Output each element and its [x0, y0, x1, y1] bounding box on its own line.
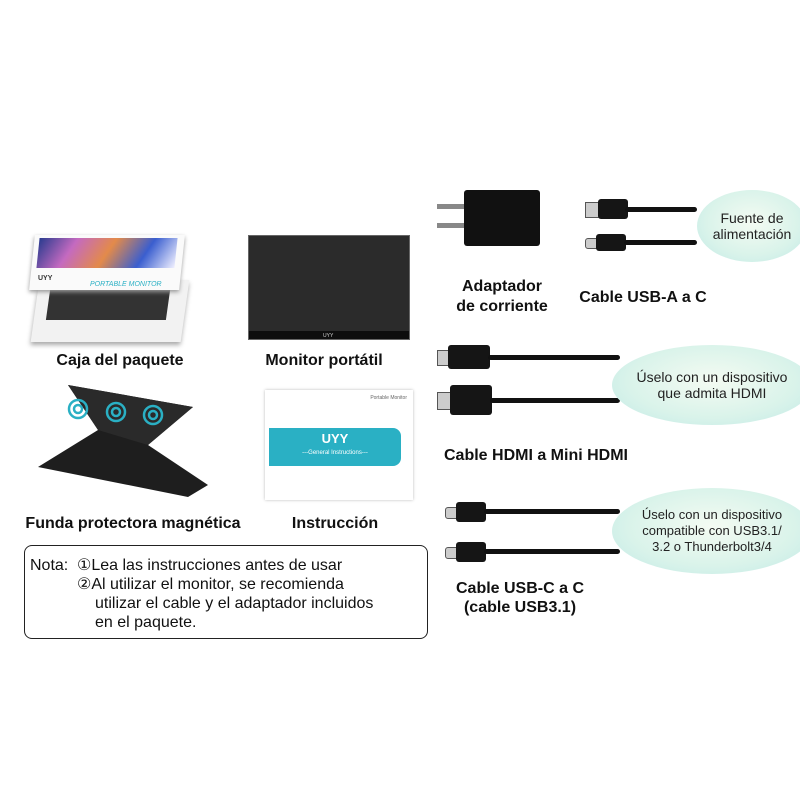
note-item-2-cont: en el paquete. [95, 614, 197, 631]
manual-brand: UYY [321, 431, 349, 446]
hdmi-label: Cable HDMI a Mini HDMI [443, 447, 629, 464]
note-item-2-cont: utilizar el cable y el adaptador incluid… [95, 595, 374, 612]
bubble-text: 3.2 o Thunderbolt3/4 [652, 539, 772, 554]
bubble-text: que admita HDMI [657, 385, 767, 401]
usba-c-label: Cable USB-A a C [579, 289, 707, 306]
bubble-text: compatible con USB3.1/ [642, 523, 782, 538]
adapter-label: Adaptador de corriente [456, 278, 548, 315]
note-label: Nota: [30, 557, 69, 574]
monitor-label: Monitor portátil [265, 352, 383, 369]
monitor-brand: UYY [323, 333, 334, 339]
magnetic-case-image [38, 385, 208, 497]
manual-label: Instrucción [291, 515, 379, 532]
box-print: PORTABLE MONITOR [90, 281, 162, 288]
instruction-manual-image: Portable Monitor UYY ---General Instruct… [265, 390, 413, 500]
bubble-text: Fuente de [720, 210, 784, 226]
usbc-label-2: (cable USB3.1) [463, 599, 577, 616]
usbc-label-1: Cable USB-C a C [455, 580, 585, 597]
power-adapter-image [437, 190, 542, 246]
bubble-text: Úselo con un dispositivo [636, 369, 788, 385]
portable-monitor-image: UYY [248, 235, 410, 340]
package-box-image: UYY PORTABLE MONITOR [29, 235, 190, 347]
note-box: Nota: ①Lea las instrucciones antes de us… [24, 545, 428, 639]
manual-header: Portable Monitor [370, 395, 407, 401]
bubble-text: alimentación [712, 226, 792, 242]
bubble-text: Úselo con un dispositivo [641, 507, 783, 522]
case-label: Funda protectora magnética [25, 515, 241, 532]
note-item-1: ①Lea las instrucciones antes de usar [77, 557, 343, 574]
box-brand: UYY [38, 275, 53, 282]
manual-subtitle: ---General Instructions--- [302, 450, 368, 456]
note-item-2: ②Al utilizar el monitor, se recomienda [77, 576, 344, 593]
box-label: Caja del paquete [56, 352, 184, 369]
